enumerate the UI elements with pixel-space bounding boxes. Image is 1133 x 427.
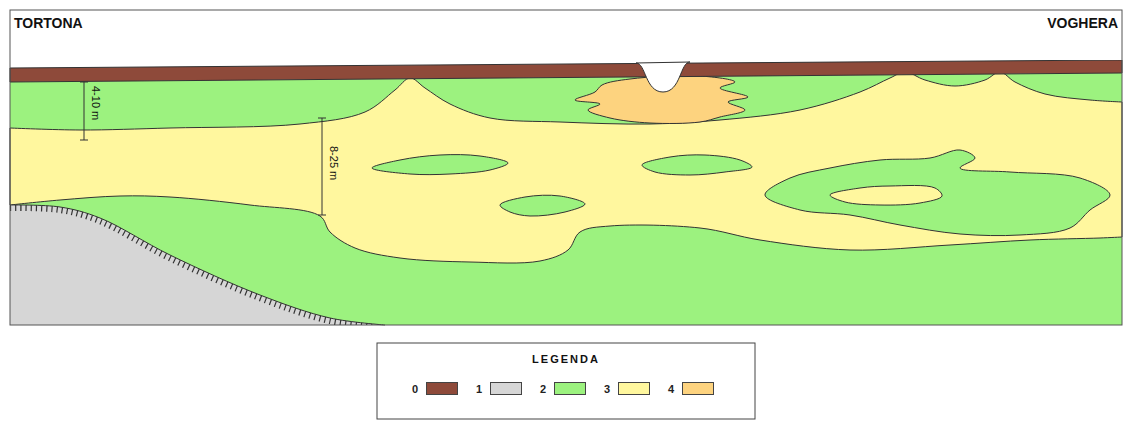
legend-label: 4 [668, 383, 674, 395]
gravel-lens [830, 185, 942, 205]
topsoil-layer [10, 60, 1122, 82]
legend-entry: 3 [604, 382, 650, 395]
legend-label: 0 [412, 383, 418, 395]
bedrock [10, 205, 385, 325]
sky [10, 10, 1122, 60]
clay-lens [500, 195, 585, 216]
clay-lens [765, 150, 1110, 236]
legend-swatch [490, 382, 522, 395]
legend-label: 2 [540, 383, 546, 395]
legend-entry: 4 [668, 382, 714, 395]
place-name: VOGHERA [1047, 16, 1118, 30]
section-frame [10, 10, 1122, 325]
legend-swatch [426, 382, 458, 395]
legend-swatch [682, 382, 714, 395]
bedrock-hatching [10, 205, 385, 325]
legend-swatch [618, 382, 650, 395]
legend-entry: 1 [476, 382, 522, 395]
legend-box [377, 343, 755, 419]
legend-label: 1 [476, 383, 482, 395]
legend-label: 3 [604, 383, 610, 395]
gravel-layer [10, 72, 1122, 263]
river-valley [636, 62, 690, 92]
legend-entry: 0 [412, 382, 458, 395]
dimension-lines [80, 82, 326, 215]
legend-swatch [554, 382, 586, 395]
place-name: TORTONA [14, 16, 83, 30]
clay-lens [642, 155, 752, 175]
legend-entry: 2 [540, 382, 586, 395]
bedrock-contact [10, 205, 385, 325]
clay-lens [372, 155, 508, 175]
legend-title: LEGENDA [532, 352, 600, 366]
dimension-label: 4-10 m [89, 86, 103, 120]
dimension-label: 8-25 m [327, 146, 341, 180]
